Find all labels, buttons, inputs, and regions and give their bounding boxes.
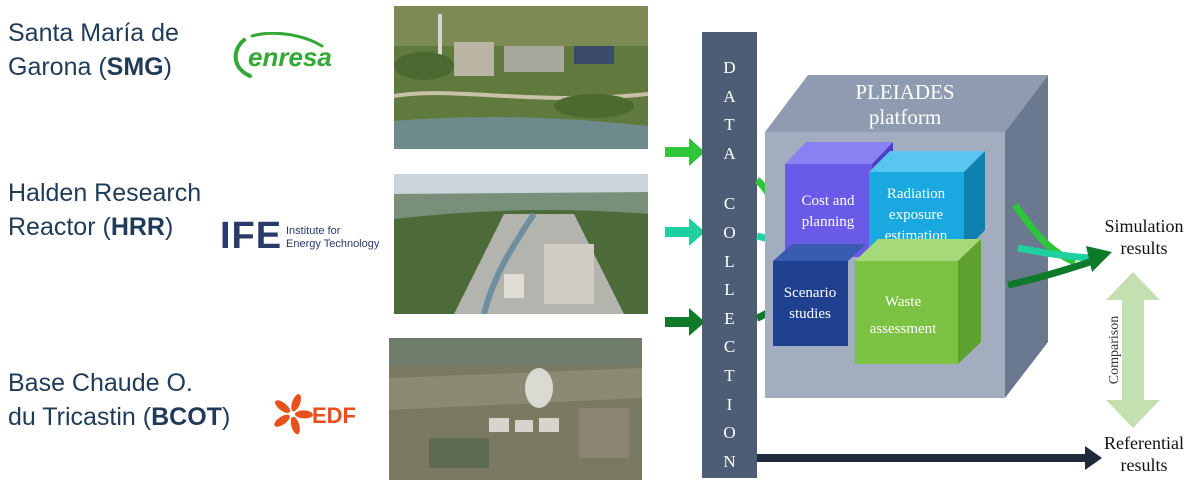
hrr-output-stream: [1017, 244, 1091, 262]
simulation-arrowhead: [1086, 246, 1112, 272]
site-name-line1: Base Chaude O.: [8, 369, 193, 397]
site-name-bcot: Base Chaude O. du Tricastin (BCOT): [8, 366, 230, 434]
bcot-input-arrow: [665, 308, 705, 336]
platform-cube-side: [1005, 75, 1048, 398]
data-collection-letter: L: [724, 280, 735, 300]
module-scenario-studies: Scenario studies: [773, 244, 866, 346]
ife-logo-sub2: Energy Technology: [286, 238, 380, 250]
data-collection-label: D A T A C O L L E C T I O N: [702, 54, 757, 476]
site-name-line2: du Tricastin (BCOT): [8, 400, 230, 434]
data-collection-letter: T: [724, 115, 735, 135]
scenario-label-line2: studies: [789, 306, 831, 322]
site-name-prefix: Reactor (: [8, 213, 111, 241]
radiation-label-line2: exposure: [889, 207, 943, 223]
bcot-output-stream: [1007, 258, 1092, 289]
data-collection-letter: E: [724, 308, 735, 328]
radiation-label-line1: Radiation: [887, 186, 946, 202]
platform-title-line1: PLEIADES: [855, 80, 954, 104]
data-collection-letter: N: [723, 451, 736, 471]
data-collection-letter: I: [726, 394, 733, 414]
data-collection-letter: L: [724, 251, 735, 271]
site-name-suffix: ): [164, 213, 174, 241]
waste-label-line2: assessment: [870, 321, 937, 337]
enresa-logo: enresa: [233, 32, 332, 78]
site-name-suffix: ): [163, 53, 172, 81]
scenario-label-line1: Scenario: [784, 285, 836, 301]
referential-arrowhead: [1085, 446, 1102, 470]
site-name-line2: Reactor (HRR): [8, 210, 201, 244]
site-name-prefix: du Tricastin (: [8, 403, 152, 431]
referential-label-line2: results: [1120, 455, 1168, 475]
referential-arrow-shaft: [757, 454, 1087, 462]
ife-logo-text: IFE: [220, 215, 282, 256]
enresa-logo-text: enresa: [248, 42, 332, 72]
site-name-prefix: Garona (: [8, 53, 107, 81]
ife-logo: IFE Institute for Energy Technology: [220, 215, 380, 256]
module-waste-assessment: Waste assessment: [855, 239, 981, 364]
site-abbr: HRR: [110, 213, 165, 241]
data-collection-letter: D: [723, 58, 736, 77]
site-name-hrr: Halden Research Reactor (HRR): [8, 176, 201, 244]
data-collection-letter: O: [723, 222, 736, 242]
edf-logo-text: EDF: [312, 403, 356, 428]
data-collection-letter: A: [723, 143, 736, 163]
hrr-aerial-photo: [394, 174, 648, 314]
platform-cube-top: [765, 75, 1048, 132]
platform-title-line2: platform: [869, 105, 941, 129]
referential-label-line1: Referential: [1104, 433, 1184, 453]
input-arrows: [665, 138, 705, 336]
site-name-line1: Halden Research: [8, 179, 202, 207]
module-radiation-exposure: Radiation exposure estimation: [869, 151, 985, 252]
site-name-line2: Garona (SMG): [8, 50, 179, 84]
site-abbr: SMG: [106, 53, 164, 81]
edf-logo: EDF: [274, 394, 356, 435]
simulation-results-label: Simulation results: [1090, 215, 1198, 259]
data-collection-bar: D A T A C O L L E C T I O N: [702, 32, 757, 478]
site-name-line1: Santa María de: [8, 19, 179, 47]
simulation-label-line1: Simulation: [1104, 216, 1184, 236]
referential-results-label: Referential results: [1090, 432, 1198, 476]
data-collection-letter: O: [723, 423, 736, 443]
cost-label-line1: Cost and: [802, 193, 855, 209]
data-collection-letter: C: [723, 337, 736, 357]
smg-input-arrow: [665, 138, 705, 166]
ife-logo-sub1: Institute for: [286, 225, 341, 237]
smg-aerial-photo: [394, 6, 648, 149]
pleiades-diagram: PLEIADES platform Cost and planning Radi…: [754, 75, 1160, 470]
site-abbr: BCOT: [151, 403, 222, 431]
data-collection-letter: A: [723, 86, 736, 106]
simulation-label-line2: results: [1120, 238, 1168, 258]
hrr-input-arrow: [665, 218, 705, 246]
waste-label-line1: Waste: [885, 294, 922, 310]
data-collection-letter: T: [724, 365, 735, 385]
cost-label-line2: planning: [802, 214, 855, 230]
bcot-aerial-photo: [389, 338, 642, 480]
site-name-smg: Santa María de Garona (SMG): [8, 16, 179, 84]
comparison-double-arrow: [1106, 272, 1160, 428]
site-name-suffix: ): [221, 403, 231, 431]
data-collection-letter: C: [723, 194, 736, 214]
comparison-label: Comparison: [1107, 316, 1122, 384]
